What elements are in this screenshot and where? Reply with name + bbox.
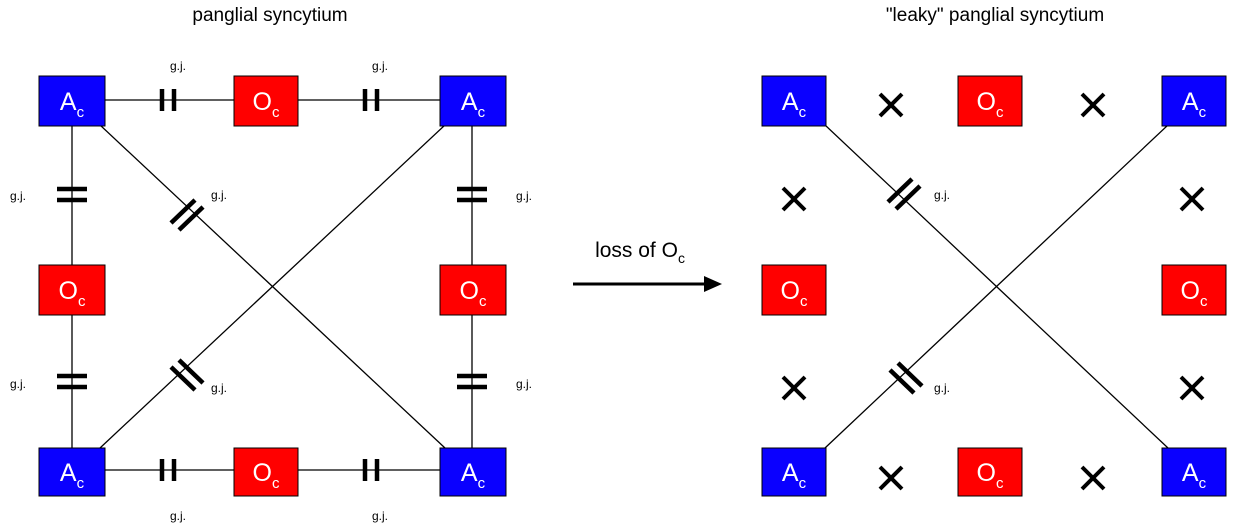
cross-icon <box>878 465 904 491</box>
gap-junction-icon <box>159 459 177 481</box>
svg-text:Oc: Oc <box>977 88 1004 121</box>
oligodendrocyte-cell: Oc <box>38 264 106 316</box>
astrocyte-cell: Ac <box>1161 75 1227 127</box>
svg-text:Ac: Ac <box>1182 459 1207 492</box>
oligodendrocyte-cell: Oc <box>761 264 827 316</box>
gap-junction-icon <box>362 459 380 481</box>
svg-text:Ac: Ac <box>60 88 85 121</box>
transition-label: loss of Oc <box>595 239 685 266</box>
right-lost-connections <box>781 92 1205 491</box>
svg-text:Ac: Ac <box>782 459 807 492</box>
gap-junction-icon <box>169 358 205 392</box>
diagonal-connection <box>99 124 446 449</box>
oligodendrocyte-cell: Oc <box>233 447 299 497</box>
diagonal-connection <box>824 124 1169 449</box>
gap-junction-label: g.j. <box>934 381 950 395</box>
left-gap-junctions <box>57 89 487 481</box>
right-connections <box>824 124 1169 449</box>
svg-text:Ac: Ac <box>461 88 486 121</box>
astrocyte-cell: Ac <box>761 75 827 127</box>
gap-junction-icon <box>886 177 922 211</box>
svg-text:Oc: Oc <box>253 459 280 492</box>
cross-icon <box>878 92 904 118</box>
arrow-head-icon <box>704 276 722 292</box>
oligodendrocyte-cell: Oc <box>439 264 507 316</box>
astrocyte-cell: Ac <box>761 447 827 497</box>
gap-junction-label: g.j. <box>10 189 26 203</box>
gap-junction-label: g.j. <box>10 377 26 391</box>
astrocyte-cell: Ac <box>38 447 106 497</box>
astrocyte-cell: Ac <box>439 447 507 497</box>
svg-text:Oc: Oc <box>1181 277 1208 310</box>
svg-text:Oc: Oc <box>781 277 808 310</box>
astrocyte-cell: Ac <box>1161 447 1227 497</box>
gap-junction-label: g.j. <box>934 188 950 202</box>
svg-text:Oc: Oc <box>977 459 1004 492</box>
svg-text:Ac: Ac <box>461 459 486 492</box>
svg-text:Ac: Ac <box>60 459 85 492</box>
gap-junction-icon <box>169 198 205 232</box>
cross-icon <box>781 186 807 212</box>
left-connections <box>71 99 473 471</box>
svg-text:Oc: Oc <box>460 277 487 310</box>
astrocyte-cell: Ac <box>439 75 507 127</box>
oligodendrocyte-cell: Oc <box>233 75 299 127</box>
svg-text:Ac: Ac <box>782 88 807 121</box>
right-cells: Ac Oc Ac Oc Oc Ac Oc Ac <box>761 75 1227 497</box>
cross-icon <box>1080 92 1106 118</box>
left-panel-title: panglial syncytium <box>192 5 347 26</box>
gap-junction-icon <box>159 89 177 111</box>
cross-icon <box>1080 465 1106 491</box>
gap-junction-icon <box>888 361 924 395</box>
gap-junction-label: g.j. <box>516 189 532 203</box>
gap-junction-label: g.j. <box>170 509 186 523</box>
gap-junction-icon <box>57 373 87 390</box>
cross-icon <box>781 375 807 401</box>
oligodendrocyte-cell: Oc <box>957 447 1023 497</box>
right-gap-junction-labels: g.j. g.j. <box>934 188 950 395</box>
svg-text:Oc: Oc <box>253 88 280 121</box>
left-gap-junction-labels: g.j. g.j. g.j. g.j. g.j. g.j. g.j. g.j. … <box>10 59 532 523</box>
gap-junction-icon <box>457 186 487 203</box>
astrocyte-cell: Ac <box>38 75 106 127</box>
gap-junction-icon <box>57 186 87 203</box>
right-gap-junctions <box>886 177 924 395</box>
cross-icon <box>1179 186 1205 212</box>
gap-junction-label: g.j. <box>170 59 186 73</box>
oligodendrocyte-cell: Oc <box>957 75 1023 127</box>
gap-junction-label: g.j. <box>211 188 227 202</box>
right-panel-title: "leaky" panglial syncytium <box>886 5 1104 26</box>
left-cells: Ac Oc Ac Oc Oc Ac Oc Ac <box>38 75 507 497</box>
oligodendrocyte-cell: Oc <box>1161 264 1227 316</box>
gap-junction-label: g.j. <box>372 509 388 523</box>
transition-arrow: loss of Oc <box>573 239 722 292</box>
svg-text:Oc: Oc <box>59 277 86 310</box>
gap-junction-icon <box>362 89 380 111</box>
gap-junction-label: g.j. <box>516 377 532 391</box>
gap-junction-label: g.j. <box>372 59 388 73</box>
gap-junction-label: g.j. <box>211 381 227 395</box>
gap-junction-icon <box>457 373 487 390</box>
cross-icon <box>1179 375 1205 401</box>
svg-text:Ac: Ac <box>1182 88 1207 121</box>
